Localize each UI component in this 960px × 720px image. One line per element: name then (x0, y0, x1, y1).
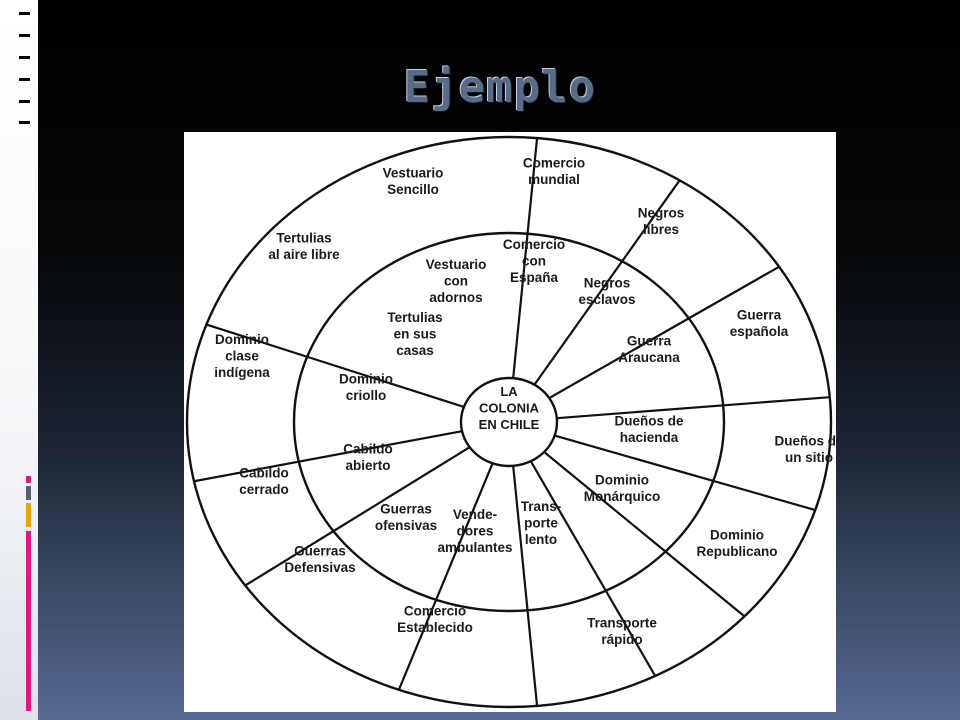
outer-ring (185, 135, 833, 709)
center-label: LA (500, 384, 518, 399)
outer-segment-label: Sencillo (387, 182, 439, 197)
slide-title: Ejemplo (403, 62, 597, 113)
center-ring (459, 376, 559, 468)
spoke-line (193, 430, 463, 483)
inner-segment-label: Araucana (618, 350, 680, 365)
decorative-bar-orange (26, 503, 31, 527)
inner-segment-label: hacienda (620, 430, 679, 445)
inner-segment-label: criollo (346, 388, 387, 403)
outer-segment-label: Republicano (696, 544, 777, 559)
decorative-bar-pink (26, 531, 31, 711)
inner-segment-label: lento (525, 532, 557, 547)
inner-segment-label: Dueños de (614, 413, 684, 428)
spoke-line (397, 462, 494, 691)
outer-segment-label: Dueños de (774, 433, 836, 448)
outer-segment-label: Cabildo (239, 465, 289, 480)
inner-segment-label: porte (524, 516, 558, 531)
outer-segment-label: Comercio (404, 603, 466, 618)
inner-segment-label: Tertulias (387, 310, 442, 325)
inner-segment-label: Guerra (627, 333, 672, 348)
outer-segment-label: española (730, 324, 789, 339)
inner-segment-label: Negros (584, 275, 631, 290)
inner-segment-label: ofensivas (375, 518, 437, 533)
spoke-line (548, 265, 780, 399)
outer-segment-label: mundial (528, 172, 580, 187)
outer-segment-label: indígena (214, 365, 270, 380)
outer-segment-label: Tertulias (276, 230, 331, 245)
inner-segment-label: Comercio (503, 237, 565, 252)
inner-segment-label: con (444, 274, 468, 289)
inner-segment-label: en sus (394, 327, 437, 342)
outer-segment-label: Dominio (710, 527, 764, 542)
outer-segment-label: Guerras (294, 543, 346, 558)
left-decorative-strip (0, 0, 38, 720)
spoke-line (556, 396, 830, 420)
inner-segment-label: esclavos (578, 292, 635, 307)
inner-segment-label: Vende- (453, 507, 497, 522)
outer-segment-label: un sitio (785, 450, 833, 465)
inner-segment-label: Dominio (595, 472, 649, 487)
rings (185, 135, 833, 709)
outer-segment-label: al aire libre (268, 247, 340, 262)
decorative-lines (19, 12, 30, 124)
outer-segment-label: Transporte (587, 615, 657, 630)
spoke-line (512, 465, 539, 707)
spoke-line (206, 323, 465, 408)
outer-segment-label: Defensivas (284, 560, 355, 575)
outer-segment-label: Vestuario (383, 165, 444, 180)
outer-segment-label: libres (643, 222, 679, 237)
spoke-line (529, 460, 657, 677)
outer-segment-label: Comercio (523, 155, 585, 170)
inner-segment-label: España (510, 270, 559, 285)
center-label: COLONIA (479, 400, 540, 415)
outer-segment-label: Establecido (397, 620, 473, 635)
outer-segment-label: Guerra (737, 307, 782, 322)
outer-segment-label: Negros (638, 205, 685, 220)
inner-segment-label: abierto (345, 458, 390, 473)
inner-segment-label: Cabildo (343, 441, 393, 456)
inner-segment-label: con (522, 254, 546, 269)
spoke-line (244, 446, 471, 587)
spoke-line (554, 434, 816, 512)
inner-segment-label: Trans- (521, 499, 562, 514)
inner-segment-label: ambulantes (437, 540, 512, 555)
spoke-line (543, 451, 746, 618)
decorative-bar-magenta (26, 476, 31, 483)
inner-segment-label: adornos (429, 290, 482, 305)
inner-segment-label: Monárquico (584, 489, 661, 504)
outer-segment-label: Dominio (215, 332, 269, 347)
spoke-line (512, 137, 539, 379)
inner-segment-label: Guerras (380, 501, 432, 516)
inner-segment-label: casas (396, 343, 434, 358)
decorative-bar-gray (26, 486, 31, 500)
inner-segment-label: Vestuario (426, 257, 487, 272)
outer-segment-label: rápido (601, 632, 642, 647)
spokes (193, 137, 830, 707)
inner-segment-label: Dominio (339, 371, 393, 386)
outer-segment-label: cerrado (239, 482, 289, 497)
inner-segment-label: dores (457, 524, 494, 539)
middle-ring (292, 231, 726, 613)
center-label: EN CHILE (479, 417, 540, 432)
spoke-line (533, 179, 681, 386)
outer-segment-label: clase (225, 349, 259, 364)
